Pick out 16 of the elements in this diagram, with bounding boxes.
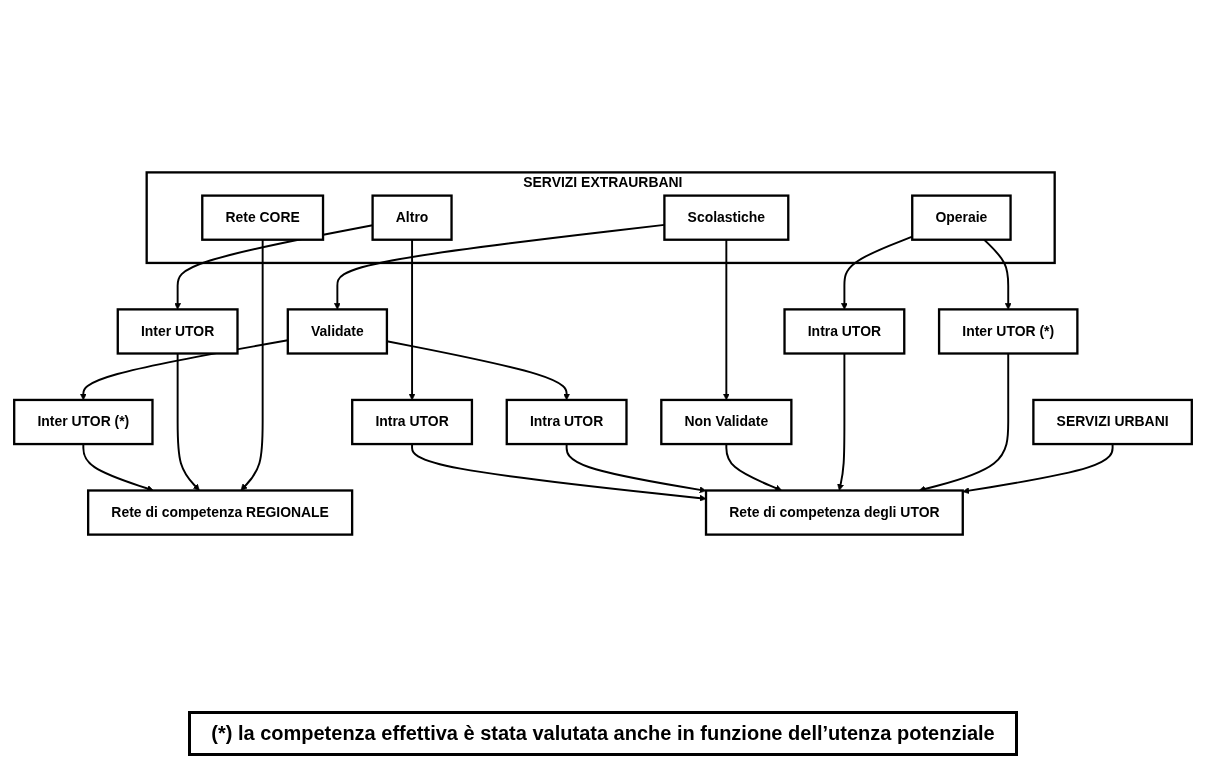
node-box: Rete di competenza REGIONALE <box>87 489 354 536</box>
footnote: (*) la competenza effettiva è stata valutata anche in funzione dell’utenza potenziale <box>188 711 1018 756</box>
node-box: SERVIZI URBANI <box>1032 398 1193 446</box>
node-box: Validate <box>286 308 389 355</box>
node-box: Inter UTOR <box>116 308 239 355</box>
node-box: Scolastiche <box>663 194 790 241</box>
node-box: Inter UTOR (*) <box>13 398 154 446</box>
node-box: Intra UTOR <box>505 398 628 446</box>
node-box: Rete CORE <box>201 194 325 241</box>
node-box: Non Validate <box>660 398 793 446</box>
node-box: Inter UTOR (*) <box>937 308 1079 355</box>
node-box: Intra UTOR <box>351 398 474 446</box>
node-box: Rete di competenza degli UTOR <box>704 489 964 536</box>
node-box: Altro <box>371 194 453 241</box>
node-box: Intra UTOR <box>783 308 906 355</box>
node-box: Operaie <box>911 194 1012 241</box>
